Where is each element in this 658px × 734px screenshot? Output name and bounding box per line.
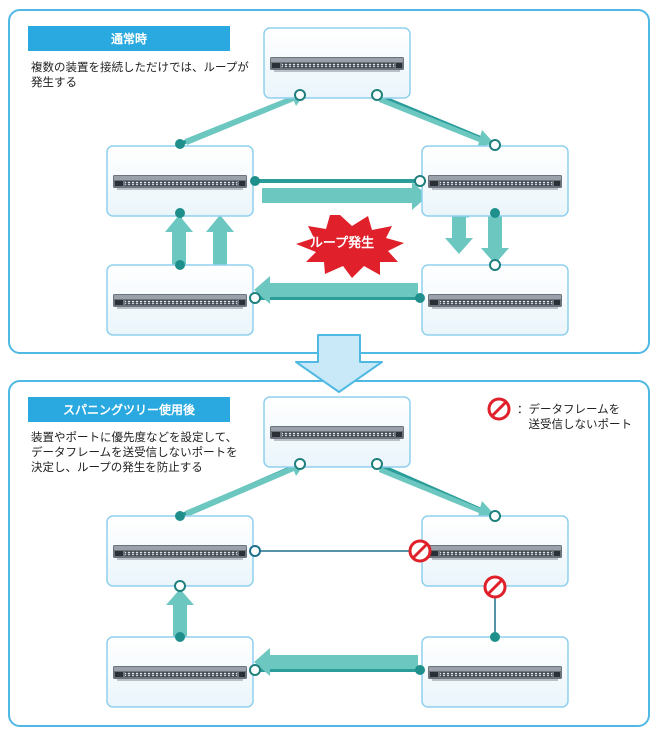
blocked-port-icon	[408, 539, 432, 563]
top-ports	[175, 89, 501, 304]
loop-burst-label: ループ発生	[310, 235, 374, 251]
top-switch-center	[263, 27, 411, 99]
legend-blocked-port-icon	[487, 397, 511, 421]
spanning-tree-title: スパニングツリー使用後	[28, 397, 230, 422]
bottom-switch-left	[106, 515, 254, 587]
bottom-switch-bottom-left	[106, 636, 254, 708]
bottom-switch-bottom-right	[421, 636, 569, 708]
top-switch-bottom-left	[106, 264, 254, 336]
top-flow-arrows	[165, 89, 509, 304]
bottom-ports	[174, 458, 501, 676]
blocked-port-icon	[483, 575, 507, 599]
top-switch-bottom-right	[421, 264, 569, 336]
bottom-switch-center	[263, 396, 411, 468]
normal-state-title: 通常時	[28, 26, 230, 51]
loop-burst-icon	[296, 215, 404, 278]
transition-down-arrow	[295, 334, 383, 393]
top-switch-left	[106, 145, 254, 217]
spanning-tree-description: 装置やポートに優先度などを設定して、 データフレームを送受信しないポートを 決定…	[31, 430, 238, 474]
legend-text: ：データフレームを 送受信しないポート	[517, 402, 632, 431]
bottom-flow-arrows	[166, 459, 494, 676]
normal-state-description: 複数の装置を接続しただけでは、ループが 発生する	[31, 60, 249, 89]
top-switch-right	[421, 145, 569, 217]
